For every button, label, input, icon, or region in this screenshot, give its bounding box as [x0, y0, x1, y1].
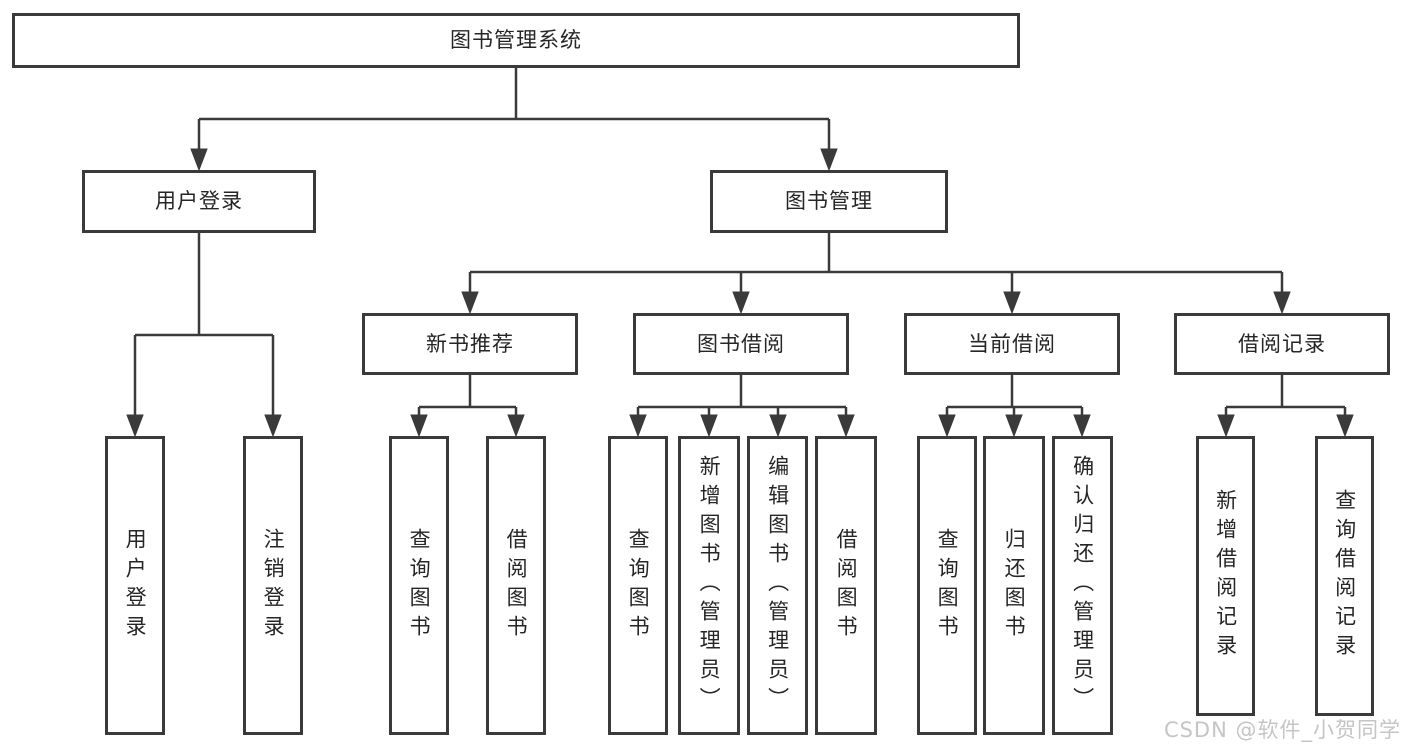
connector-book-mgmt [468, 233, 1284, 293]
node-root: 图书管理系统 [12, 13, 1020, 68]
arrowhead [769, 414, 787, 438]
csdn-watermark: CSDN @软件_小贺同学 [1163, 718, 1401, 742]
leaf-query-books-borrow: 查询图书 [608, 436, 668, 735]
node-user-login: 用户登录 [82, 170, 316, 233]
arrowhead [1003, 291, 1021, 315]
leaf-confirm-return-admin: 确认归还（管理员） [1052, 436, 1113, 735]
arrowhead [820, 148, 838, 172]
node-borrow-records: 借阅记录 [1174, 313, 1390, 375]
leaf-add-borrow-record: 新增借阅记录 [1196, 436, 1255, 716]
arrowhead [732, 291, 750, 315]
leaf-logout: 注销登录 [243, 436, 303, 735]
arrowhead [629, 414, 647, 438]
leaf-add-books-admin: 新增图书（管理员） [678, 436, 740, 735]
node-book-mgmt: 图书管理 [710, 170, 948, 233]
leaf-query-borrow-record: 查询借阅记录 [1315, 436, 1374, 716]
leaf-borrow-books-rec: 借阅图书 [486, 436, 546, 735]
leaf-edit-books-admin: 编辑图书（管理员） [747, 436, 808, 735]
arrowhead [264, 414, 282, 438]
connector-root [197, 68, 831, 150]
connector-current-borrow [945, 374, 1084, 416]
arrowhead [190, 148, 208, 172]
arrowhead [1005, 414, 1023, 438]
node-new-book-rec: 新书推荐 [362, 313, 578, 375]
connector-new-book-rec [417, 374, 518, 416]
leaf-query-books-current: 查询图书 [917, 436, 977, 735]
arrowhead [507, 414, 525, 438]
connector-book-borrow [636, 374, 848, 416]
arrowhead [837, 414, 855, 438]
leaf-user-login: 用户登录 [105, 436, 165, 735]
arrowhead [1217, 414, 1235, 438]
connector-user-login [133, 233, 275, 416]
arrowhead [410, 414, 428, 438]
leaf-return-books: 归还图书 [983, 436, 1045, 735]
arrowhead [1273, 291, 1291, 315]
node-current-borrow: 当前借阅 [904, 313, 1120, 375]
node-book-borrow: 图书借阅 [633, 313, 849, 375]
arrowhead [938, 414, 956, 438]
arrowhead [126, 414, 144, 438]
connector-borrow-records [1224, 374, 1347, 416]
arrowhead [700, 414, 718, 438]
arrowhead [1073, 414, 1091, 438]
arrowhead [461, 291, 479, 315]
arrowhead [1336, 414, 1354, 438]
leaf-borrow-books: 借阅图书 [815, 436, 877, 735]
leaf-query-books-rec: 查询图书 [389, 436, 449, 735]
